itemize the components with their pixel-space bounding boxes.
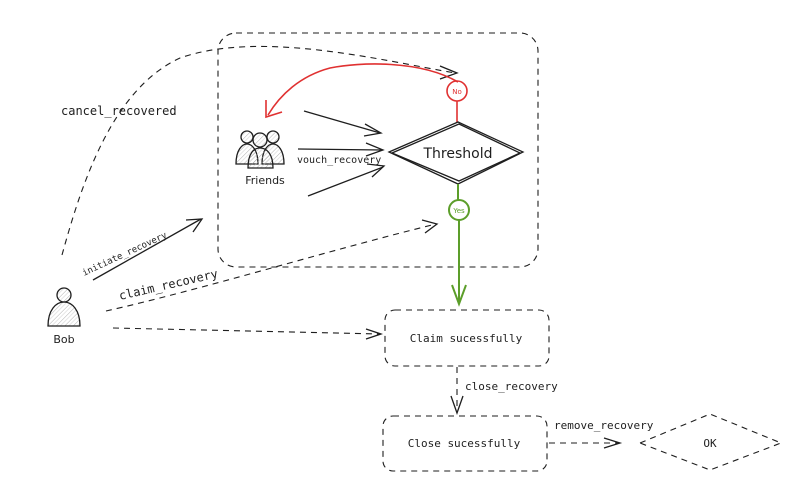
initiate-recovery-label: initiate_recovery <box>81 230 169 278</box>
bob-to-claim-arrowhead <box>365 328 384 340</box>
threshold-label: Threshold <box>423 146 493 162</box>
close-recovery-arrowhead <box>450 395 464 415</box>
threshold-decision-inner <box>390 123 522 182</box>
close-state <box>382 415 548 472</box>
yes-label: Yes <box>452 207 465 215</box>
no-return-arrowhead <box>265 100 283 119</box>
vouch-arrowhead-2 <box>365 142 385 157</box>
close-recovery-label: close_recovery <box>465 380 558 393</box>
claim-state <box>384 309 550 367</box>
threshold-decision <box>387 121 525 185</box>
bob-to-claim-edge <box>112 327 381 335</box>
vouch-arrow-1 <box>303 110 381 134</box>
cancel-recovered-label: cancel_recovered <box>61 104 177 118</box>
bob-icon <box>47 287 81 327</box>
no-label: No <box>452 88 462 96</box>
friends-icon <box>235 130 285 169</box>
yes-to-claim-arrowhead <box>451 284 467 307</box>
bob-label: Bob <box>53 333 74 346</box>
friends-group-frame <box>217 32 539 268</box>
vouch-arrowhead-1 <box>363 123 383 137</box>
vouch-arrow-3 <box>307 166 384 197</box>
cancel-recovered-edge <box>61 45 456 256</box>
vouch-arrow-2 <box>297 148 383 151</box>
no-return-edge <box>267 63 459 116</box>
initiate-recovery-arrowhead <box>185 218 204 233</box>
claim-recovery-label: claim_recovery <box>118 267 220 303</box>
remove-recovery-label: remove_recovery <box>554 419 654 432</box>
ok-state <box>638 413 783 471</box>
cancel-recovered-arrowhead <box>439 65 459 80</box>
friends-label: Friends <box>245 174 285 187</box>
claim-state-label: Claim sucessfully <box>410 332 523 345</box>
ok-state-label: OK <box>703 437 717 450</box>
vouch-arrowhead-3 <box>366 163 386 178</box>
vouch-recovery-label: vouch_recovery <box>297 155 381 166</box>
claim-recovery-arrowhead <box>421 219 439 234</box>
claim-recovery-edge <box>105 223 437 312</box>
close-state-label: Close sucessfully <box>408 437 521 450</box>
initiate-recovery-edge <box>92 218 202 281</box>
remove-recovery-arrowhead <box>603 437 623 449</box>
